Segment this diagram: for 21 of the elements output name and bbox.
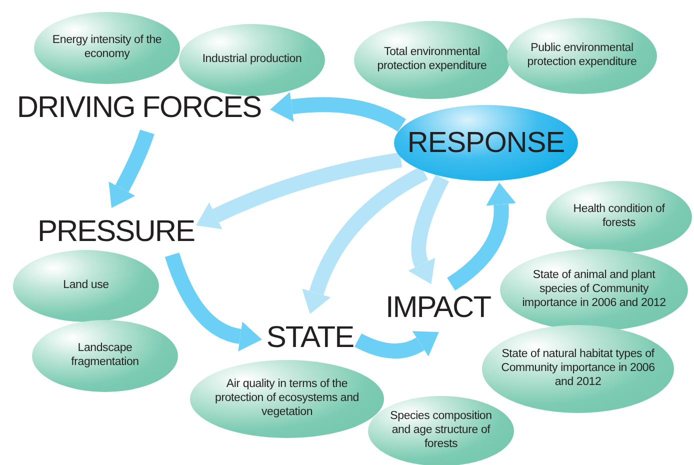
arrow	[408, 174, 450, 285]
node-text: DRIVING FORCES	[16, 91, 262, 125]
node-text: Air quality in terms of the protection of ecosystems and vegetation	[214, 378, 360, 420]
node-text: State of natural habitat types of Community importance in 2006 and 2012	[500, 348, 656, 390]
node-text: STATE	[266, 321, 354, 355]
node-text: Energy intensity of the economy	[51, 34, 163, 62]
node-text: State of animal and plant species of Community importance in 2006 and 2012	[521, 269, 667, 311]
arrow	[302, 166, 428, 314]
node-text: Industrial production	[202, 53, 302, 67]
arrow	[164, 252, 262, 352]
node-text: Health condition of forests	[572, 203, 666, 231]
node-text: Public environmental protection expenditure	[526, 42, 638, 70]
node-text: Total environmental protection expenditure	[376, 46, 488, 74]
node-text: Landscape fragmentation	[70, 342, 140, 370]
arrow	[108, 130, 154, 208]
node-text: Species composition and age structure of forests	[389, 410, 493, 452]
arrow	[446, 182, 516, 290]
node-text: IMPACT	[385, 291, 491, 325]
node-text: PRESSURE	[37, 215, 195, 249]
node-text: RESPONSE	[407, 126, 565, 160]
node-text: Land use	[63, 279, 109, 293]
